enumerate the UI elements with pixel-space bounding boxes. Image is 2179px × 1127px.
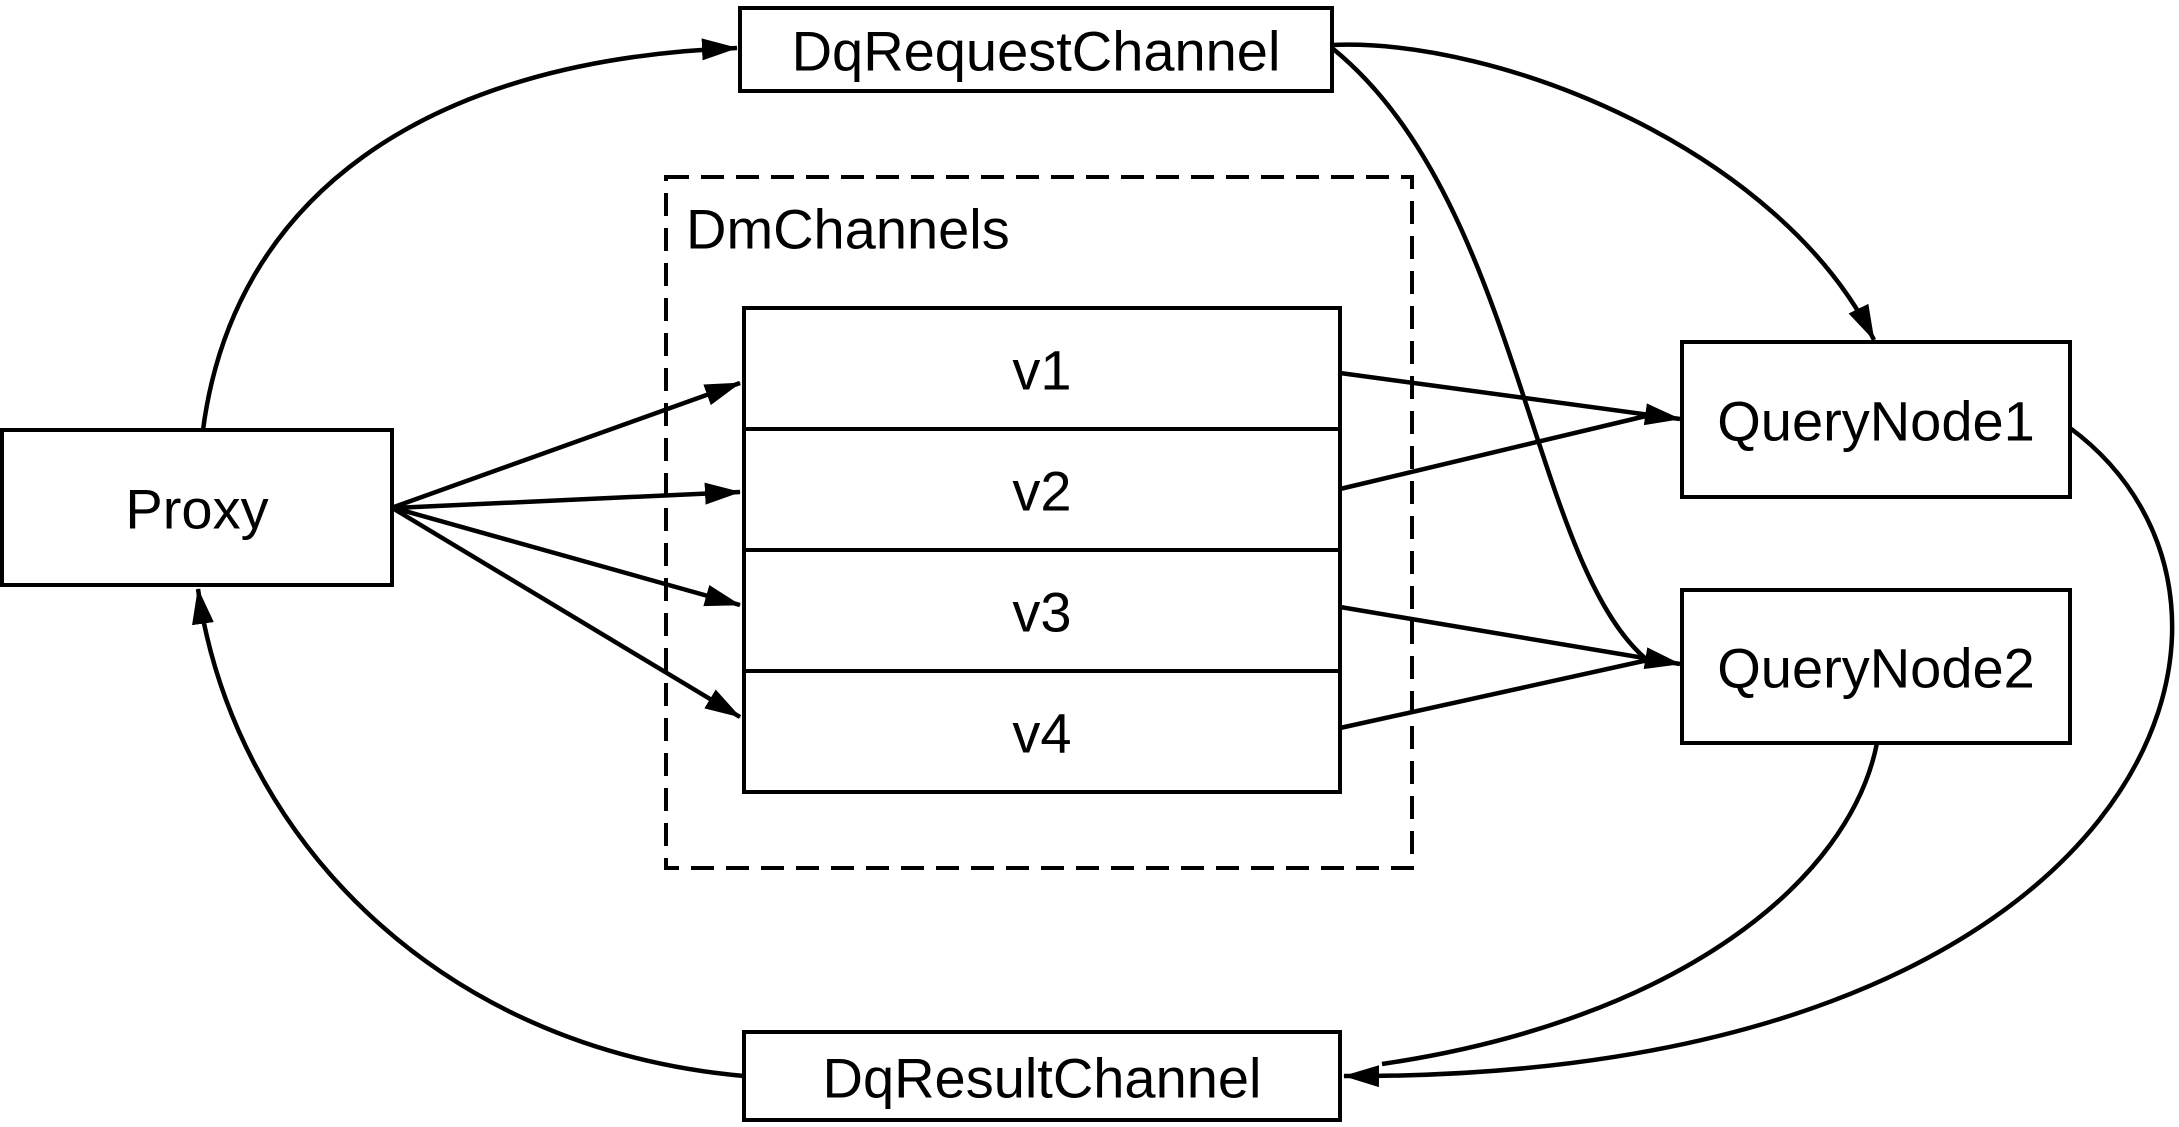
edge-v2-to-querynode1	[1339, 413, 1647, 492]
dq-request-channel-node	[738, 6, 1334, 93]
channel-v1-label: v1	[1012, 339, 1071, 402]
edge-proxy-to-v2	[393, 482, 741, 511]
edge-v4-to-querynode2	[1339, 657, 1649, 731]
edge-dqresultchannel-to-proxy	[192, 588, 745, 1079]
query-node2-label: QueryNode2	[1717, 637, 2035, 700]
edge-dqrequestchannel-to-querynode2	[1330, 46, 1648, 661]
edge-querynode2-to-dqresultchannel	[1381, 742, 1880, 1067]
edge-dqrequestchannel-to-querynode1	[1331, 42, 1877, 341]
edge-querynode1-to-dqresultchannel	[1343, 426, 2175, 1088]
dq-request-channel-label: DqRequestChannel	[792, 20, 1281, 83]
proxy-node	[0, 428, 394, 587]
query-node1-label: QueryNode1	[1717, 390, 2035, 453]
edge-proxy-to-v4	[392, 507, 742, 719]
channel-v4-label: v4	[1012, 702, 1071, 765]
dq-result-channel-label: DqResultChannel	[823, 1047, 1262, 1110]
query-node2-node	[1680, 588, 2072, 745]
edge-proxy-to-v3	[393, 505, 741, 608]
channel-v3-label: v3	[1012, 581, 1071, 644]
dm-channels-label: DmChannels	[686, 198, 1010, 261]
edge-v1-to-querynode1	[1339, 370, 1681, 426]
query-node1-node	[1680, 340, 2072, 499]
dq-result-channel-node	[742, 1030, 1342, 1122]
channel-v2-label: v2	[1012, 460, 1071, 523]
edge-proxy-to-v1	[393, 380, 741, 510]
edge-v3-to-querynode2	[1339, 604, 1681, 670]
dm-channels-group	[664, 175, 1414, 870]
proxy-label: Proxy	[125, 478, 268, 541]
edge-proxy-to-dqrequestchannel	[200, 38, 738, 431]
